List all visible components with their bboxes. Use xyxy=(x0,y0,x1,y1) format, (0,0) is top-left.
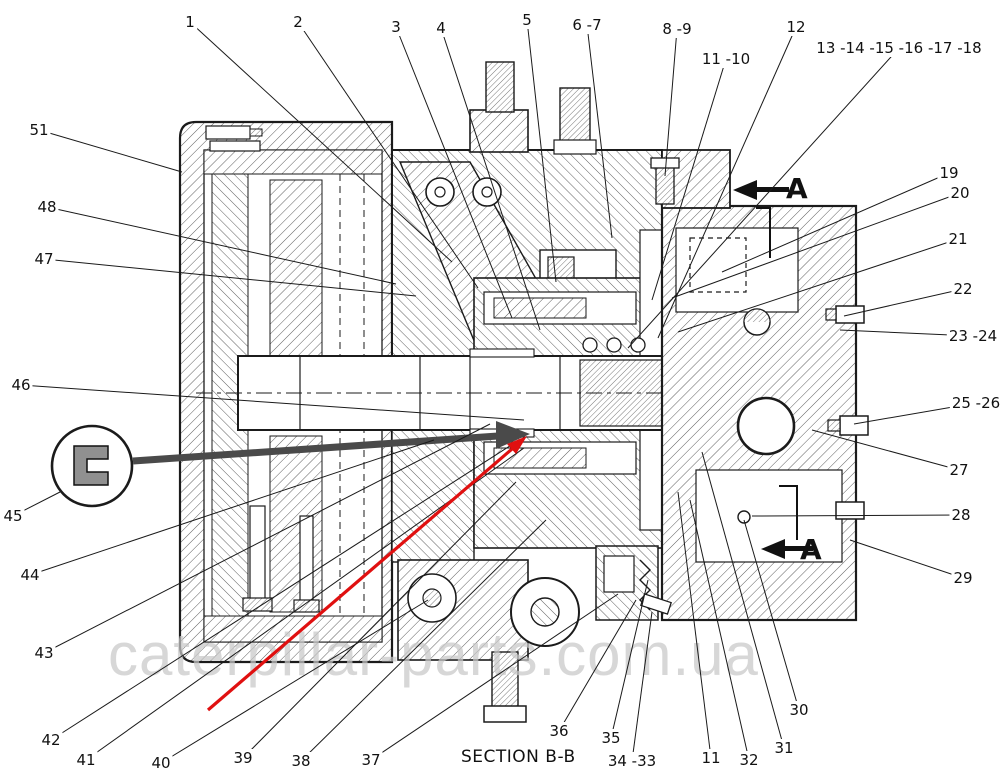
callout-20: 20 xyxy=(948,184,972,202)
callout-19: 19 xyxy=(937,164,961,182)
callout-37: 37 xyxy=(359,751,383,768)
section-label: SECTION B-B xyxy=(461,747,576,767)
callout-11: 11 xyxy=(699,749,723,767)
callout-28: 28 xyxy=(949,506,973,524)
callout-45: 45 xyxy=(1,507,25,525)
callout-51: 51 xyxy=(27,121,51,139)
callout-2: 2 xyxy=(291,13,305,31)
callout-43: 43 xyxy=(32,644,56,662)
callout-11-10: 11 -10 xyxy=(699,50,753,68)
callout-40: 40 xyxy=(149,754,173,768)
callout-5: 5 xyxy=(520,11,534,29)
callout-22: 22 xyxy=(951,280,975,298)
callout-8-9: 8 -9 xyxy=(660,20,694,38)
callout-36: 36 xyxy=(547,722,571,740)
callout-3: 3 xyxy=(389,18,403,36)
callout-6-7: 6 -7 xyxy=(570,16,604,34)
callout-39: 39 xyxy=(231,749,255,767)
section-marker-a-top: A xyxy=(786,172,808,205)
callout-21: 21 xyxy=(946,230,970,248)
section-marker-a-bottom: A xyxy=(800,533,822,566)
callout-23-24: 23 -24 xyxy=(946,327,1000,345)
callout-42: 42 xyxy=(39,731,63,749)
callout-41: 41 xyxy=(74,751,98,768)
callout-32: 32 xyxy=(737,751,761,768)
callout-34-33: 34 -33 xyxy=(605,752,659,768)
callout-30: 30 xyxy=(787,701,811,719)
callout-38: 38 xyxy=(289,752,313,768)
callout-44: 44 xyxy=(18,566,42,584)
callout-4: 4 xyxy=(434,19,448,37)
callout-12: 12 xyxy=(784,18,808,36)
callout-47: 47 xyxy=(32,250,56,268)
callout-29: 29 xyxy=(951,569,975,587)
callout-1: 1 xyxy=(183,13,197,31)
callout-13-14-15-16-17-18: 13 -14 -15 -16 -17 -18 xyxy=(814,39,984,57)
callout-31: 31 xyxy=(772,739,796,757)
callout-27: 27 xyxy=(947,461,971,479)
callout-35: 35 xyxy=(599,729,623,747)
callout-25-26: 25 -26 xyxy=(949,394,1000,412)
callout-46: 46 xyxy=(9,376,33,394)
callout-48: 48 xyxy=(35,198,59,216)
